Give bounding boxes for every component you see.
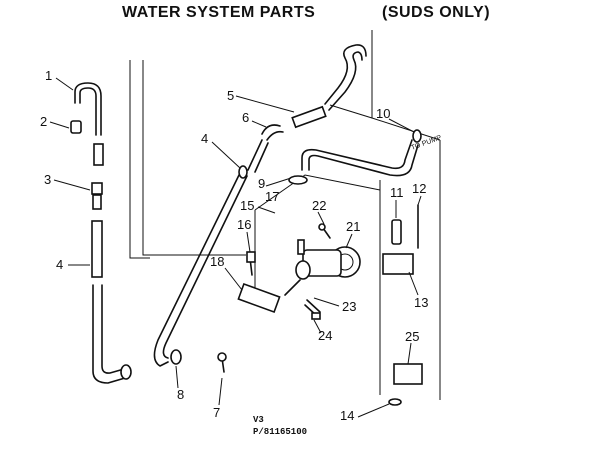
valve-inlet xyxy=(295,260,311,280)
tube-5 xyxy=(291,105,327,129)
callout-13: 13 xyxy=(414,295,428,310)
callout-1: 1 xyxy=(45,68,52,83)
part-25 xyxy=(393,363,423,385)
callout-12: 12 xyxy=(412,181,426,196)
callout-15: 15 xyxy=(240,198,254,213)
fitting-10 xyxy=(412,129,422,143)
callout-7: 7 xyxy=(213,405,220,420)
title-sub: (SUDS ONLY) xyxy=(382,4,491,21)
title-main: WATER SYSTEM PARTS xyxy=(122,4,316,21)
water-valve xyxy=(237,223,361,320)
callout-22: 22 xyxy=(312,198,326,213)
callout-25: 25 xyxy=(405,329,419,344)
callout-17: 17 xyxy=(265,189,279,204)
callout-9: 9 xyxy=(258,176,265,191)
callout-10: 10 xyxy=(376,106,390,121)
callout-2: 2 xyxy=(40,114,47,129)
hose-diagonal xyxy=(153,44,367,367)
part-11 xyxy=(391,219,402,245)
coupling xyxy=(91,182,103,195)
coupling-lower xyxy=(92,194,102,210)
diagram-title: WATER SYSTEM PARTS (SUDS ONLY) xyxy=(0,4,608,26)
bracket-18 xyxy=(237,282,281,314)
callout-21: 21 xyxy=(346,219,360,234)
callout-4-left: 4 xyxy=(56,257,63,272)
callout-4-diagonal: 4 xyxy=(201,131,208,146)
code-line-1: V3 xyxy=(253,415,264,425)
hose-straight xyxy=(91,220,103,278)
hose-end xyxy=(238,165,248,179)
fill-hose xyxy=(288,129,422,185)
code-line-2: P/81165100 xyxy=(253,427,307,437)
clamp xyxy=(120,364,132,380)
callout-18: 18 xyxy=(210,254,224,269)
callout-16: 16 xyxy=(237,217,251,232)
callout-24: 24 xyxy=(318,328,332,343)
callout-6: 6 xyxy=(242,110,249,125)
clamp-8 xyxy=(170,349,182,365)
bracket-13 xyxy=(382,253,414,275)
screw-22 xyxy=(318,223,326,231)
callout-11: 11 xyxy=(390,185,404,200)
screw-7 xyxy=(217,352,227,362)
right-side-parts xyxy=(217,204,423,406)
hose-assembly-left xyxy=(70,82,132,384)
clip-24 xyxy=(311,312,321,320)
washer-17 xyxy=(288,175,308,185)
callout-23: 23 xyxy=(342,299,356,314)
callout-5: 5 xyxy=(227,88,234,103)
hose-segment xyxy=(93,143,104,166)
end-cap xyxy=(70,120,82,134)
washer-14 xyxy=(388,398,402,406)
callout-8: 8 xyxy=(177,387,184,402)
cabinet-frame xyxy=(129,30,441,400)
screw-16 xyxy=(246,251,256,263)
callout-14: 14 xyxy=(340,408,354,423)
leader-lines xyxy=(49,77,422,418)
valve-outlet xyxy=(297,239,305,255)
callout-3: 3 xyxy=(44,172,51,187)
